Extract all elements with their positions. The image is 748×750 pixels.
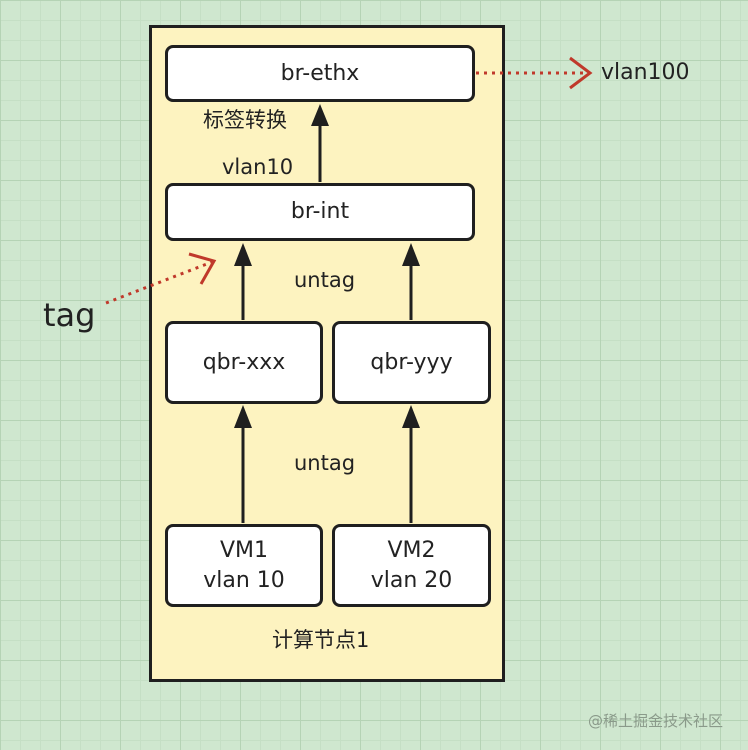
br-int-node: br-int [165,183,475,241]
watermark: @稀土掘金技术社区 [588,712,724,730]
vm2-vlan: vlan 20 [370,567,453,593]
compute-node-label: 计算节点1 [272,628,370,652]
vlan10-label: vlan10 [222,155,294,179]
qbr-xxx-node: qbr-xxx [165,321,323,404]
vlan100-label: vlan100 [601,60,690,85]
dotted-arrow-to-vlan100 [476,56,593,90]
vm1-node: VM1 vlan 10 [165,524,323,607]
arrow-qbrxxx-to-brint [234,243,252,320]
vm2-name: VM2 [387,537,436,563]
arrow-vm2-to-qbryyy [402,405,420,523]
untag-lower-label: untag [294,451,356,475]
tag-conversion-label: 标签转换 [203,108,287,132]
vm2-node: VM2 vlan 20 [332,524,491,607]
dotted-arrow-tag [105,252,217,305]
vm1-vlan: vlan 10 [203,567,285,593]
vm1-name: VM1 [219,537,269,563]
untag-upper-label: untag [294,268,356,292]
br-ethx-node: br-ethx [165,45,475,102]
arrow-brint-to-brethx [311,104,329,182]
arrow-vm1-to-qbrxxx [234,405,252,523]
qbr-yyy-node: qbr-yyy [332,321,491,404]
arrow-qbryyy-to-brint [402,243,420,320]
tag-label: tag [43,296,96,334]
